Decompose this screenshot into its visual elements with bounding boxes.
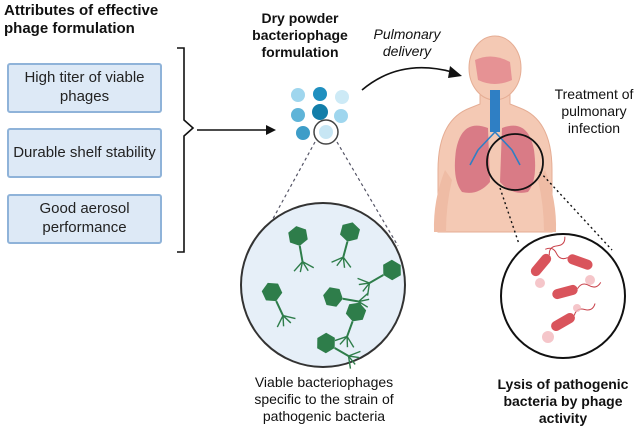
attribute-label: Good aerosol performance <box>39 200 130 236</box>
bracket-icon <box>177 47 195 253</box>
bacterium-icon <box>530 236 566 277</box>
human-torso-icon <box>433 35 557 233</box>
bacteria <box>530 236 602 343</box>
powder-particle-icon <box>335 90 349 104</box>
phages <box>261 222 401 369</box>
attribute-box-aerosol: Good aerosol performance <box>7 194 162 244</box>
powder-particle-icon <box>313 87 327 101</box>
powder-particle-icon <box>291 108 305 122</box>
phage-icon <box>317 332 361 369</box>
arrow-icon <box>197 125 276 135</box>
powder-particle-icon <box>291 88 305 102</box>
attribute-label: Durable shelf stability <box>13 143 156 161</box>
powder-particle-icon <box>312 104 328 120</box>
lysis-debris <box>573 304 581 312</box>
attribute-box-titer: High titer of viable phages <box>7 63 162 113</box>
phage-icon <box>331 222 360 268</box>
powder-particle-icon <box>334 109 348 123</box>
powder-label: Dry powder bacteriophage formulation <box>252 10 348 60</box>
delivery-label: Pulmonary delivery <box>373 26 441 59</box>
lysis-debris <box>542 331 554 343</box>
powder-particles <box>291 87 349 145</box>
bacterium-icon <box>545 247 593 270</box>
phage-icon <box>261 282 296 328</box>
phage-zoom-circle <box>240 202 406 368</box>
phage-icon <box>357 259 401 296</box>
delivery-arrow-icon <box>361 66 462 91</box>
attribute-box-stability: Durable shelf stability <box>7 128 162 178</box>
bacterium-icon <box>552 282 602 300</box>
lung-zoom-circle <box>486 133 544 191</box>
attributes-title: Attributes of effective phage formulatio… <box>4 2 159 37</box>
lysis-debris <box>535 278 545 288</box>
powder-particle-icon <box>319 125 333 139</box>
trachea <box>490 90 500 132</box>
lysis-debris <box>585 275 595 285</box>
attribute-label: High titer of viable phages <box>24 69 145 105</box>
powder-particle-icon <box>296 126 310 140</box>
phage-caption: Viable bacteriophages specific to the st… <box>254 374 394 424</box>
phage-icon <box>334 302 367 348</box>
phage-icon <box>288 226 315 273</box>
treatment-label: Treatment of pulmonary infection <box>554 86 634 136</box>
lysis-caption: Lysis of pathogenic bacteria by phage ac… <box>497 376 629 426</box>
